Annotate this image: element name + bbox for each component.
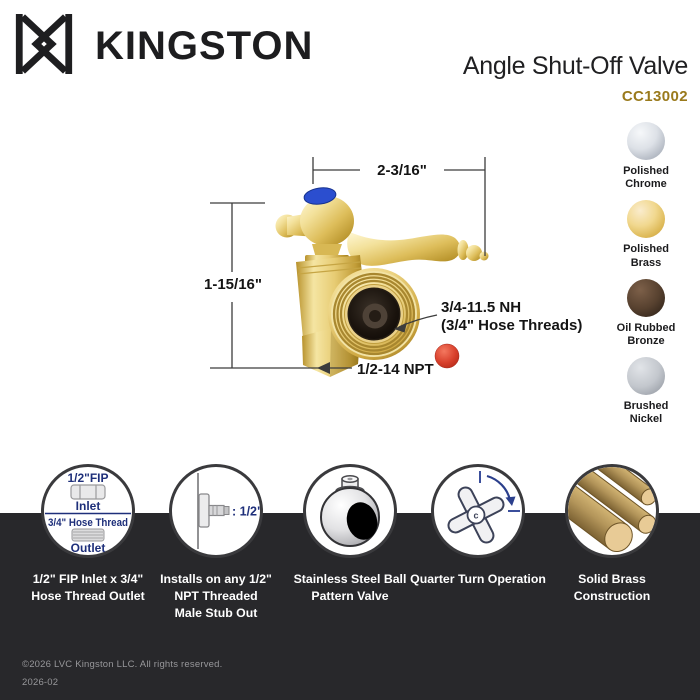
dimension-annotations: 2-3/16" 1-15/16" 1/2-14 NPT 3/4-11.5 NH … xyxy=(204,157,582,378)
feature-solid-brass: Solid Brass Construction xyxy=(537,464,687,605)
brass-rods-icon xyxy=(565,464,659,558)
feature-caption: Solid Brass Construction xyxy=(573,572,651,604)
icon-label-hose-thread: 3/4" Hose Thread xyxy=(48,517,128,529)
brushed-nickel-swatch-icon xyxy=(627,357,665,396)
inlet-thread-label: 1/2-14 NPT xyxy=(357,361,434,378)
page-title: Angle Shut-Off Valve xyxy=(462,52,688,80)
feature-caption: 1/2" FIP Inlet x 3/4" Hose Thread Outlet xyxy=(31,572,145,604)
brass-angle-valve-illustration xyxy=(275,187,489,377)
icon-label-fip: 1/2"FIP xyxy=(67,471,108,485)
brand-wordmark: KINGSTON xyxy=(95,24,314,68)
finish-option-oil-rubbed-bronze: Oil Rubbed Bronze xyxy=(616,278,676,348)
oil-rubbed-bronze-swatch-icon xyxy=(626,278,665,317)
dim-width-label: 2-3/16" xyxy=(377,162,427,179)
title-block: Angle Shut-Off Valve CC13002 xyxy=(463,52,688,105)
stub-out-icon: : 1/2" xyxy=(169,464,263,558)
feature-caption: Stainless Steel Ball Pattern Valve xyxy=(293,572,407,604)
outlet-thread-label-line1: 3/4-11.5 NH xyxy=(441,299,521,316)
outlet-thread-label-line2: (3/4" Hose Threads) xyxy=(441,317,582,334)
finish-option-brushed-nickel: Brushed Nickel xyxy=(623,357,669,426)
finish-label: Polished Brass xyxy=(623,243,669,269)
polished-brass-swatch-icon xyxy=(627,200,665,239)
red-index-dot xyxy=(434,343,460,369)
quarter-turn-icon: c xyxy=(431,464,525,558)
icon-label-center: c xyxy=(473,511,478,521)
icon-label-outlet: Outlet xyxy=(71,541,106,555)
feature-stainless-ball: Stainless Steel Ball Pattern Valve xyxy=(275,464,425,605)
feature-quarter-turn: c Quarter Turn Operation xyxy=(403,464,553,588)
finish-label: Oil Rubbed Bronze xyxy=(616,321,676,347)
finish-label: Polished Chrome xyxy=(623,165,669,191)
feature-stub-out-install: : 1/2" Installs on any 1/2" NPT Threaded… xyxy=(141,464,291,623)
finish-option-polished-chrome: Polished Chrome xyxy=(623,122,669,191)
fip-inlet-outlet-icon: 1/2"FIP Inlet 3/4" Hose Thread Outlet xyxy=(41,464,135,558)
icon-label-half-inch: : 1/2" xyxy=(232,505,260,519)
blue-index-cap xyxy=(303,187,337,205)
copyright-text: ©2026 LVC Kingston LLC. All rights reser… xyxy=(22,659,223,670)
ball-valve-icon xyxy=(303,464,397,558)
date-code: 2026-02 xyxy=(22,677,59,688)
footer: ©2026 LVC Kingston LLC. All rights reser… xyxy=(22,659,222,695)
model-number: CC13002 xyxy=(621,88,688,105)
finish-label: Brushed Nickel xyxy=(623,400,669,426)
polished-chrome-swatch-icon xyxy=(627,122,665,160)
finish-options-list: Polished Chrome Polished Brass Oil Rubbe… xyxy=(602,122,690,427)
feature-caption: Quarter Turn Operation xyxy=(410,572,546,586)
finish-option-polished-brass: Polished Brass xyxy=(623,200,669,269)
feature-fip-inlet-outlet: 1/2"FIP Inlet 3/4" Hose Thread Outlet 1/… xyxy=(13,464,163,605)
icon-label-inlet: Inlet xyxy=(76,499,101,513)
kx-monogram-icon xyxy=(15,13,73,75)
dim-height-label: 1-15/16" xyxy=(204,276,262,293)
feature-caption: Installs on any 1/2" NPT Threaded Male S… xyxy=(160,572,272,621)
